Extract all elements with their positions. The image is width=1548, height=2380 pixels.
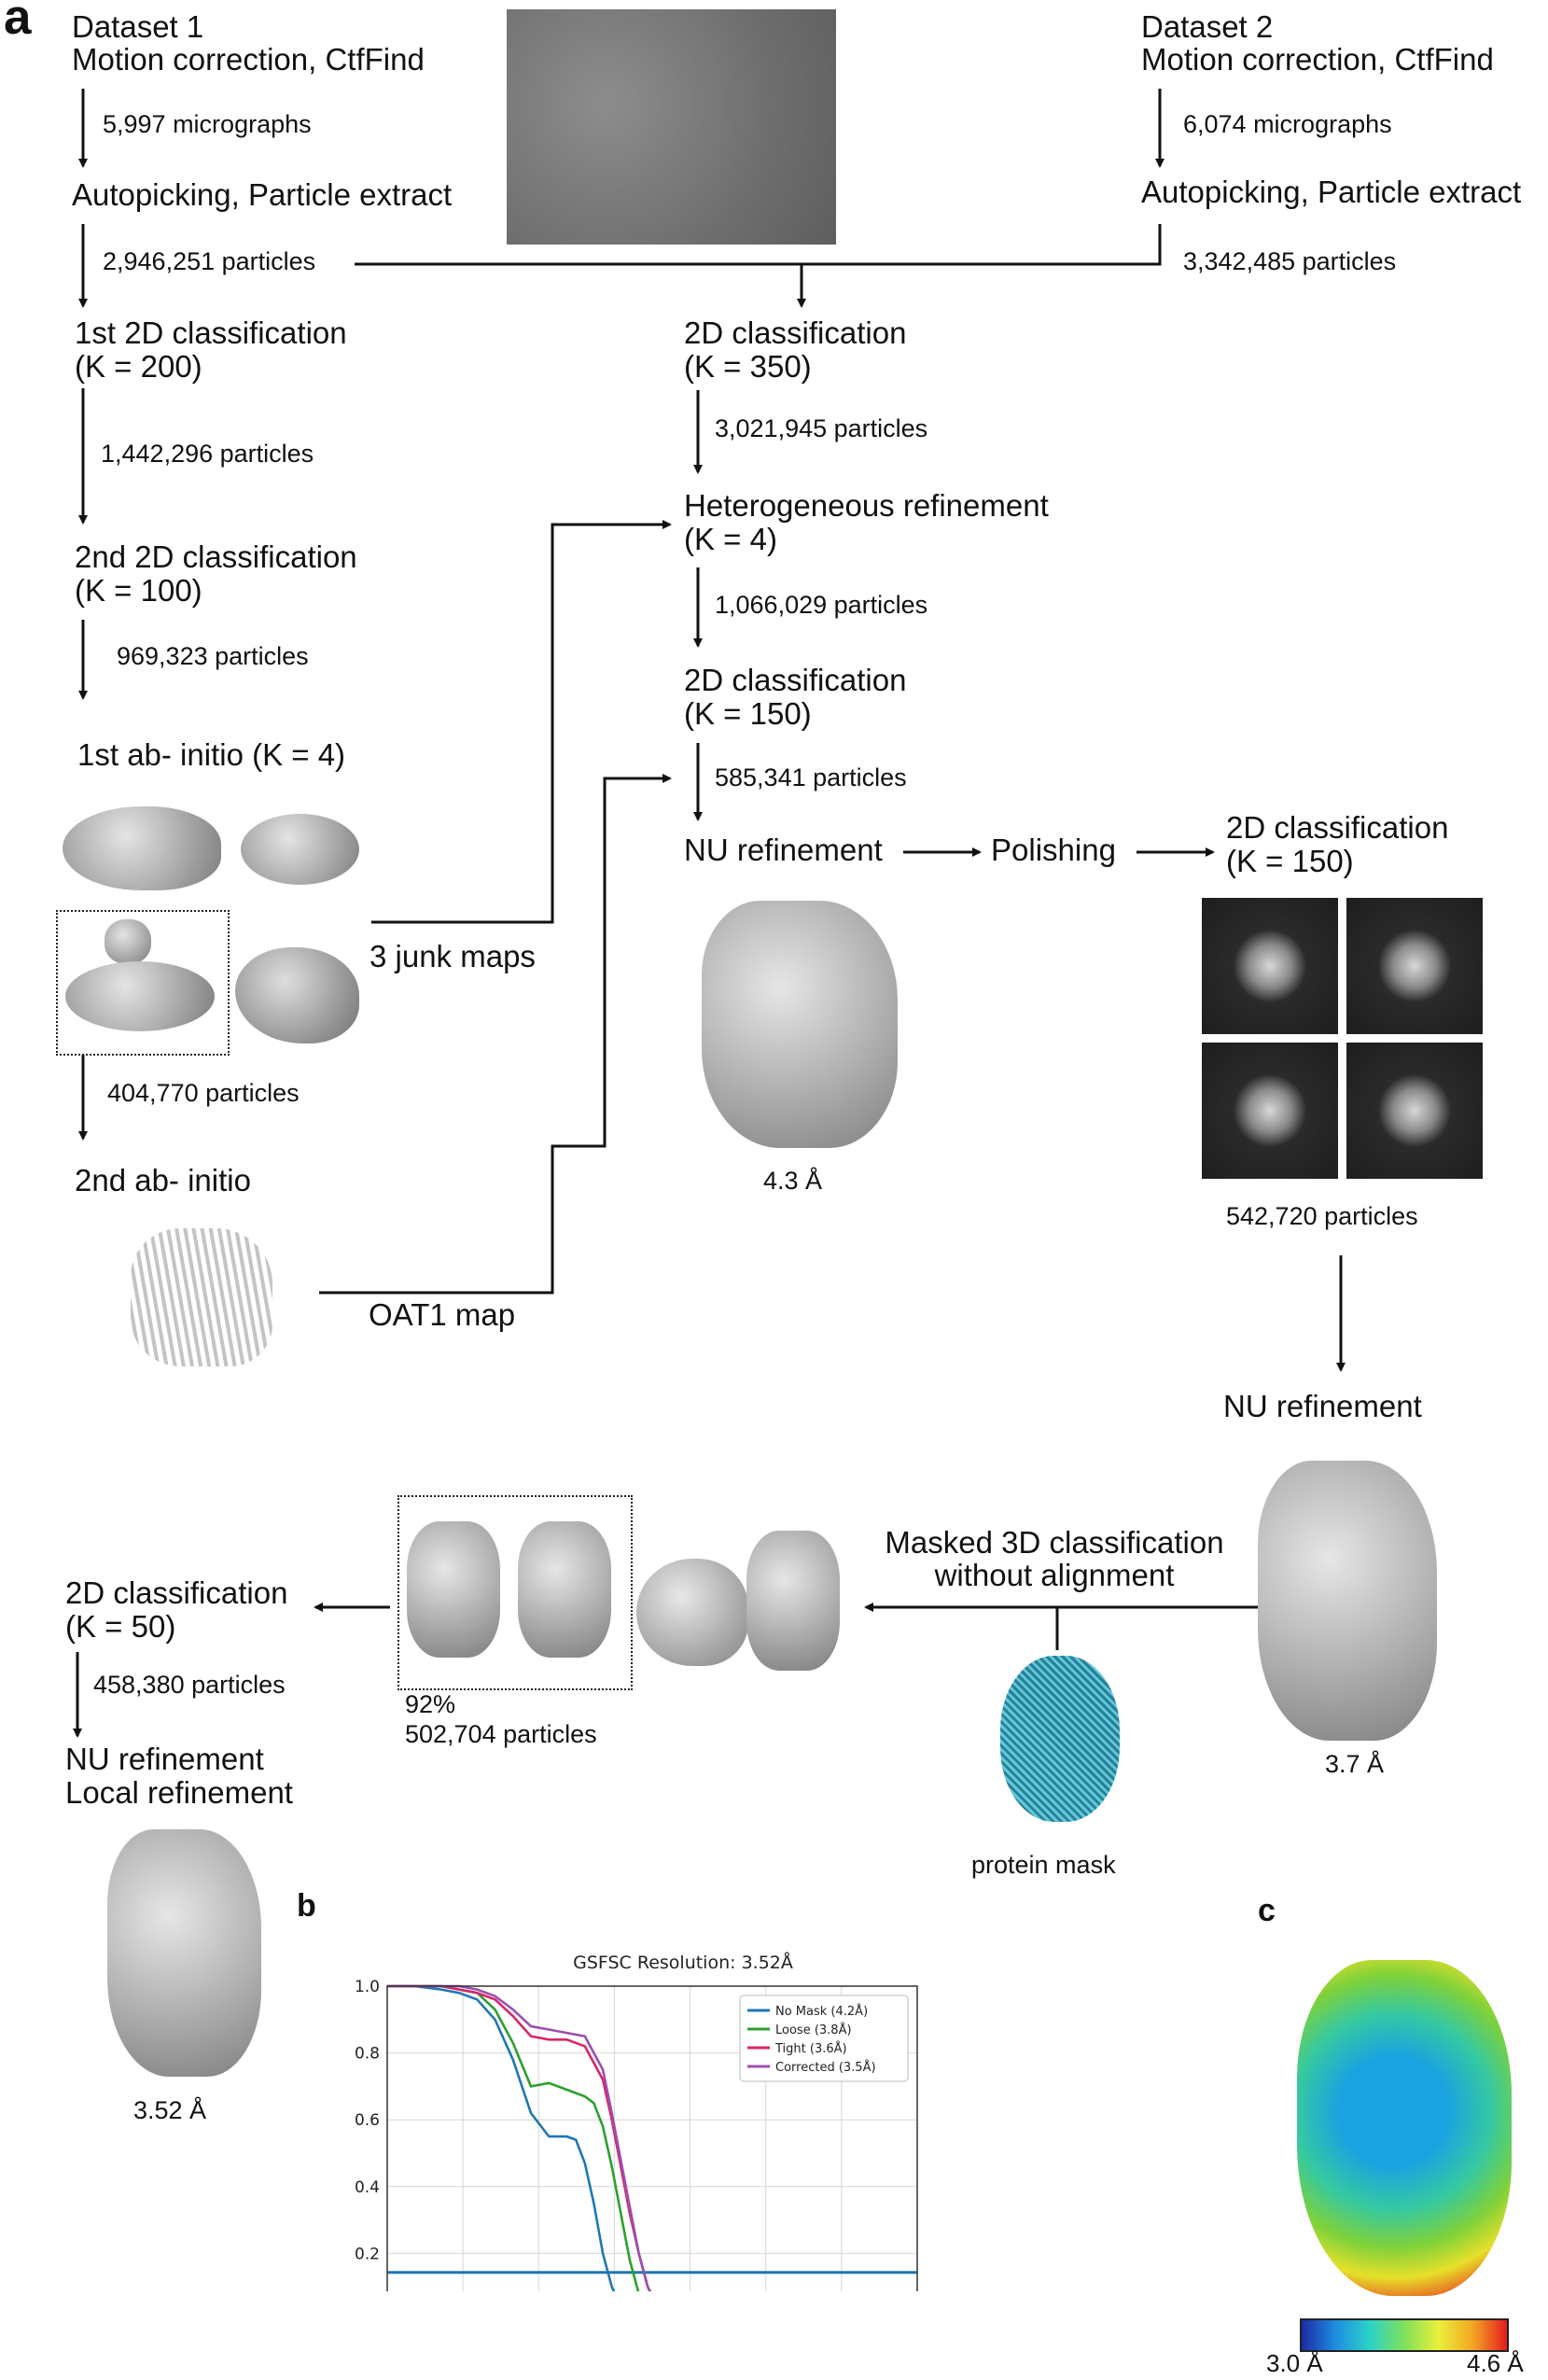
nu-map-3-7	[1258, 1461, 1437, 1741]
dataset1-step2: Autopicking, Particle extract	[72, 177, 453, 212]
left-count-2: 969,323 particles	[117, 642, 309, 670]
right-2d-class-k: (K = 150)	[1226, 844, 1354, 878]
class-average-4	[1346, 1043, 1483, 1179]
fsc-chart: GSFSC Resolution: 3.52Å 0.00.20.40.60.81…	[355, 1952, 918, 2291]
mid-2d-class-2-k: (K = 150)	[684, 696, 812, 731]
mid-2d-class-1: 2D classification	[684, 315, 907, 350]
ab-initio-map-3-body	[65, 961, 215, 1031]
mid-resolution: 4.3 Å	[763, 1167, 823, 1195]
mid-count-1: 3,021,945 particles	[715, 414, 928, 442]
mid-2d-class-2: 2D classification	[684, 663, 907, 697]
panel-label-b: b	[297, 1888, 316, 1924]
left-ab-initio-1: 1st ab- initio (K = 4)	[77, 737, 346, 772]
fsc-legend: No Mask (4.2Å) Loose (3.8Å) Tight (3.6Å) Co…	[739, 1995, 909, 2082]
final-local-refinement: Local refinement	[65, 1775, 293, 1810]
mid-heterogeneous: Heterogeneous refinement	[684, 488, 1049, 523]
oat1-map-label: OAT1 map	[369, 1297, 516, 1332]
dataset1-count2: 2,946,251 particles	[103, 247, 316, 275]
legend-label: Loose (3.8Å)	[775, 2023, 852, 2037]
final-2d-class-k: (K = 50)	[65, 1609, 176, 1644]
final-resolution: 3.52 Å	[133, 2096, 207, 2124]
left-count-3: 404,770 particles	[107, 1079, 300, 1107]
dataset2-step2: Autopicking, Particle extract	[1141, 175, 1522, 209]
mid-count-2: 1,066,029 particles	[715, 591, 928, 619]
fsc-series-line	[387, 1984, 651, 2291]
ab-initio-map-2	[241, 814, 359, 885]
selected-class-box	[56, 910, 230, 1056]
selected-percent: 92%	[405, 1690, 456, 1718]
protein-mask-label: protein mask	[971, 1851, 1116, 1879]
protein-mask-map	[1000, 1656, 1120, 1822]
mid-polishing: Polishing	[991, 833, 1116, 867]
selected-particles: 502,704 particles	[405, 1720, 597, 1748]
final-nu-refinement: NU refinement	[65, 1742, 264, 1776]
mid-2d-class-1-k: (K = 350)	[684, 349, 812, 384]
junk-maps-label: 3 junk maps	[370, 939, 536, 973]
dataset2-count1: 6,074 micrographs	[1183, 110, 1392, 138]
oat1-line	[319, 774, 672, 1295]
final-count: 458,380 particles	[93, 1671, 286, 1699]
left-2d-class-2-k: (K = 100)	[75, 573, 202, 608]
y-tick-label: 1.0	[355, 1978, 380, 1996]
legend-label: No Mask (4.2Å)	[775, 2004, 868, 2019]
nu-map-4-3	[702, 901, 898, 1148]
ab-initio-2-map	[131, 1228, 272, 1366]
masked-class-map-3	[636, 1559, 748, 1666]
selected-class-box-2	[397, 1495, 633, 1690]
junk-maps-line	[371, 520, 672, 924]
final-map	[107, 1829, 261, 2077]
class-average-1	[1202, 898, 1338, 1034]
dataset2-count2: 3,342,485 particles	[1183, 247, 1397, 275]
fsc-series-line	[387, 1984, 616, 2291]
left-ab-initio-2: 2nd ab- initio	[75, 1163, 251, 1197]
colorbar-min-label: 3.0 Å	[1266, 2349, 1323, 2377]
masked-classification-2: without alignment	[934, 1558, 1175, 1592]
y-tick-label: 0.6	[355, 2111, 380, 2130]
ab-initio-map-3	[105, 919, 151, 964]
local-resolution-map	[1297, 1960, 1512, 2296]
ab-initio-map-1	[63, 806, 221, 890]
dataset1-title: Dataset 1	[72, 9, 204, 44]
right-2d-class: 2D classification	[1226, 810, 1449, 845]
masked-class-map-2	[518, 1521, 611, 1658]
left-2d-class-2: 2nd 2D classification	[75, 539, 357, 574]
chart-title: GSFSC Resolution: 3.52Å	[573, 1952, 793, 1973]
left-2d-class-1-k: (K = 200)	[75, 349, 202, 384]
fsc-series-line	[387, 1984, 652, 2291]
legend-label: Tight (3.6Å)	[774, 2041, 847, 2056]
mid-heterogeneous-k: (K = 4)	[684, 522, 777, 556]
panel-label-c: c	[1258, 1893, 1276, 1928]
legend-box	[739, 1995, 909, 2082]
mid-nu-refinement: NU refinement	[684, 833, 883, 867]
y-tick-label: 0.8	[355, 2045, 380, 2064]
ab-initio-map-4	[235, 947, 359, 1043]
dataset1-count1: 5,997 micrographs	[103, 110, 312, 138]
class-average-3	[1202, 1043, 1338, 1179]
merge-line	[355, 224, 1162, 266]
colorbar-max-label: 4.6 Å	[1467, 2349, 1524, 2377]
class-average-2	[1346, 898, 1483, 1034]
masked-class-map-4	[746, 1531, 840, 1671]
right-count: 542,720 particles	[1226, 1202, 1418, 1230]
dataset2-title: Dataset 2	[1141, 9, 1274, 44]
dataset1-step1: Motion correction, CtfFind	[72, 42, 425, 77]
left-2d-class-1: 1st 2D classification	[75, 315, 347, 350]
right-nu-refinement: NU refinement	[1223, 1389, 1422, 1423]
left-count-1: 1,442,296 particles	[101, 440, 314, 468]
colorbar	[1300, 2318, 1509, 2352]
dataset2-step1: Motion correction, CtfFind	[1141, 42, 1494, 77]
right-resolution: 3.7 Å	[1325, 1750, 1385, 1778]
legend-label: Corrected (3.5Å)	[775, 2060, 876, 2075]
panel-label-a: a	[4, 0, 32, 45]
micrograph-image	[507, 9, 836, 245]
masked-classification: Masked 3D classification	[885, 1525, 1224, 1560]
mid-count-3: 585,341 particles	[715, 763, 907, 791]
masked-class-map-1	[407, 1521, 500, 1658]
y-tick-label: 0.4	[355, 2178, 380, 2197]
fsc-plot-frame	[386, 1985, 918, 2291]
final-2d-class: 2D classification	[65, 1575, 288, 1610]
y-tick-label: 0.2	[355, 2245, 380, 2263]
